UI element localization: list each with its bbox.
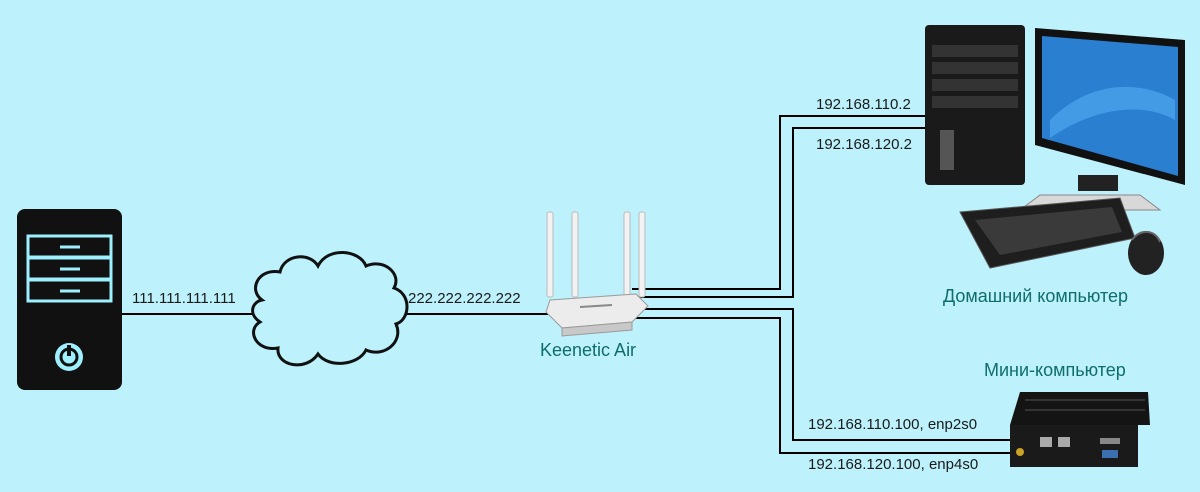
- mini-pc-icon: [1010, 392, 1150, 467]
- home-pc-label: Домашний компьютер: [943, 286, 1129, 306]
- mini-pc-ip-1-label: 192.168.110.100, enp2s0: [808, 416, 978, 433]
- home-pc-ip-2-label: 192.168.120.2: [816, 136, 912, 153]
- server-ip-label: 111.111.111.111: [132, 290, 236, 307]
- cloud-icon: [251, 251, 409, 367]
- mini-pc-ip-2-label: 192.168.120.100, enp4s0: [808, 456, 979, 473]
- link-router-minipc-1: [632, 308, 1010, 441]
- link-router-minipc-2: [632, 317, 1010, 454]
- link-router-homepc-1: [632, 115, 930, 290]
- connection-lines: [122, 115, 1010, 454]
- link-router-homepc-2: [632, 127, 930, 298]
- router-label: Keenetic Air: [540, 340, 637, 360]
- server-tower-icon: [17, 209, 122, 390]
- router-icon: [545, 211, 649, 337]
- home-pc-ip-1-label: 192.168.110.2: [816, 96, 911, 113]
- router-wan-ip-label: 222.222.222.222: [408, 290, 521, 307]
- desktop-computer-icon: [925, 25, 1185, 275]
- mini-pc-label: Мини-компьютер: [984, 360, 1126, 380]
